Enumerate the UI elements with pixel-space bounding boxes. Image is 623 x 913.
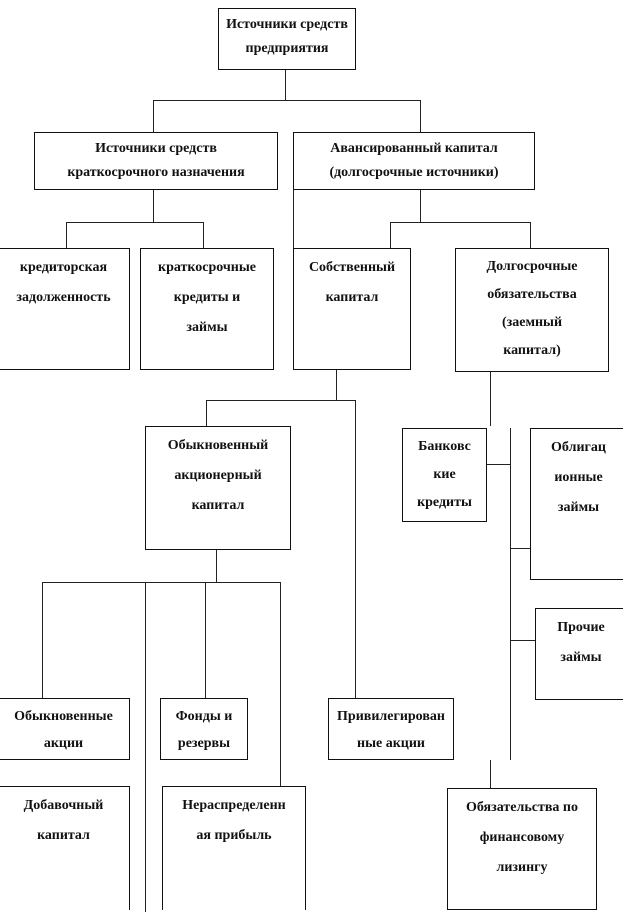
- additional-capital-label: Добавочный капитал: [23, 798, 104, 843]
- preferred-shares-label: Привилегирован ные акции: [337, 709, 445, 751]
- connector: [153, 100, 420, 102]
- short-term-sources-box: Источники средств краткосрочного назначе…: [34, 132, 278, 190]
- retained-earnings-box: Нераспределенн ая прибыль: [162, 786, 306, 910]
- connector: [510, 428, 512, 760]
- payables-box: кредиторская задолженность: [0, 248, 130, 370]
- connector: [355, 400, 357, 698]
- connector: [206, 400, 208, 426]
- connector: [530, 222, 532, 248]
- leasing-box: Обязательства по финансовому лизингу: [447, 788, 597, 910]
- advanced-capital-box: Авансированный капитал (долгосрочные ист…: [293, 132, 535, 190]
- other-loans-label: Прочие займы: [557, 620, 605, 665]
- short-term-loans-label: краткосрочные кредиты и займы: [158, 260, 256, 335]
- long-term-liabilities-label: Долгосрочные обязательства (заемный капи…: [486, 259, 578, 358]
- connector: [336, 370, 338, 400]
- bonds-label: Облигац ионные займы: [551, 440, 606, 515]
- preferred-shares-box: Привилегирован ные акции: [328, 698, 454, 760]
- common-shares-label: Обыкновенные акции: [14, 709, 113, 751]
- connector: [490, 760, 492, 788]
- funds-reserves-label: Фонды и резервы: [175, 709, 233, 751]
- short-term-sources-label: Источники средств краткосрочного назначе…: [67, 141, 245, 180]
- connector: [285, 70, 287, 100]
- leasing-label: Обязательства по финансовому лизингу: [466, 800, 578, 875]
- equity-label: Собственный капитал: [308, 260, 396, 305]
- payables-label: кредиторская задолженность: [16, 260, 111, 305]
- equity-box: Собственный капитал: [293, 248, 411, 370]
- connector: [66, 222, 203, 224]
- connector: [390, 222, 530, 224]
- common-shares-box: Обыкновенные акции: [0, 698, 130, 760]
- connector: [390, 222, 392, 248]
- retained-earnings-label: Нераспределенн ая прибыль: [182, 798, 286, 843]
- connector: [205, 582, 207, 698]
- connector: [420, 190, 422, 222]
- other-loans-box: Прочие займы: [535, 608, 623, 700]
- additional-capital-box: Добавочный капитал: [0, 786, 130, 910]
- connector: [153, 100, 155, 132]
- connector: [216, 550, 218, 582]
- bank-loans-box: Банковс кие кредиты: [402, 428, 487, 522]
- bank-loans-label: Банковс кие кредиты: [417, 439, 472, 510]
- root-label: Источники средств предприятия: [226, 17, 348, 56]
- root-box: Источники средств предприятия: [218, 8, 356, 70]
- connector: [280, 582, 282, 786]
- connector: [487, 464, 510, 466]
- connector: [203, 222, 205, 248]
- connector: [66, 222, 68, 248]
- connector: [145, 582, 147, 912]
- connector: [293, 190, 295, 248]
- connector: [42, 582, 280, 584]
- bonds-box: Облигац ионные займы: [530, 428, 623, 580]
- advanced-capital-label: Авансированный капитал (долгосрочные ист…: [329, 141, 499, 180]
- common-equity-label: Обыкновенный акционерный капитал: [167, 438, 269, 513]
- funds-reserves-box: Фонды и резервы: [160, 698, 248, 760]
- connector: [510, 548, 530, 550]
- connector: [206, 400, 355, 402]
- connector: [510, 640, 535, 642]
- connector: [490, 372, 492, 426]
- long-term-liabilities-box: Долгосрочные обязательства (заемный капи…: [455, 248, 609, 372]
- short-term-loans-box: краткосрочные кредиты и займы: [140, 248, 274, 370]
- common-equity-box: Обыкновенный акционерный капитал: [145, 426, 291, 550]
- connector: [42, 582, 44, 698]
- connector: [420, 100, 422, 132]
- connector: [153, 190, 155, 222]
